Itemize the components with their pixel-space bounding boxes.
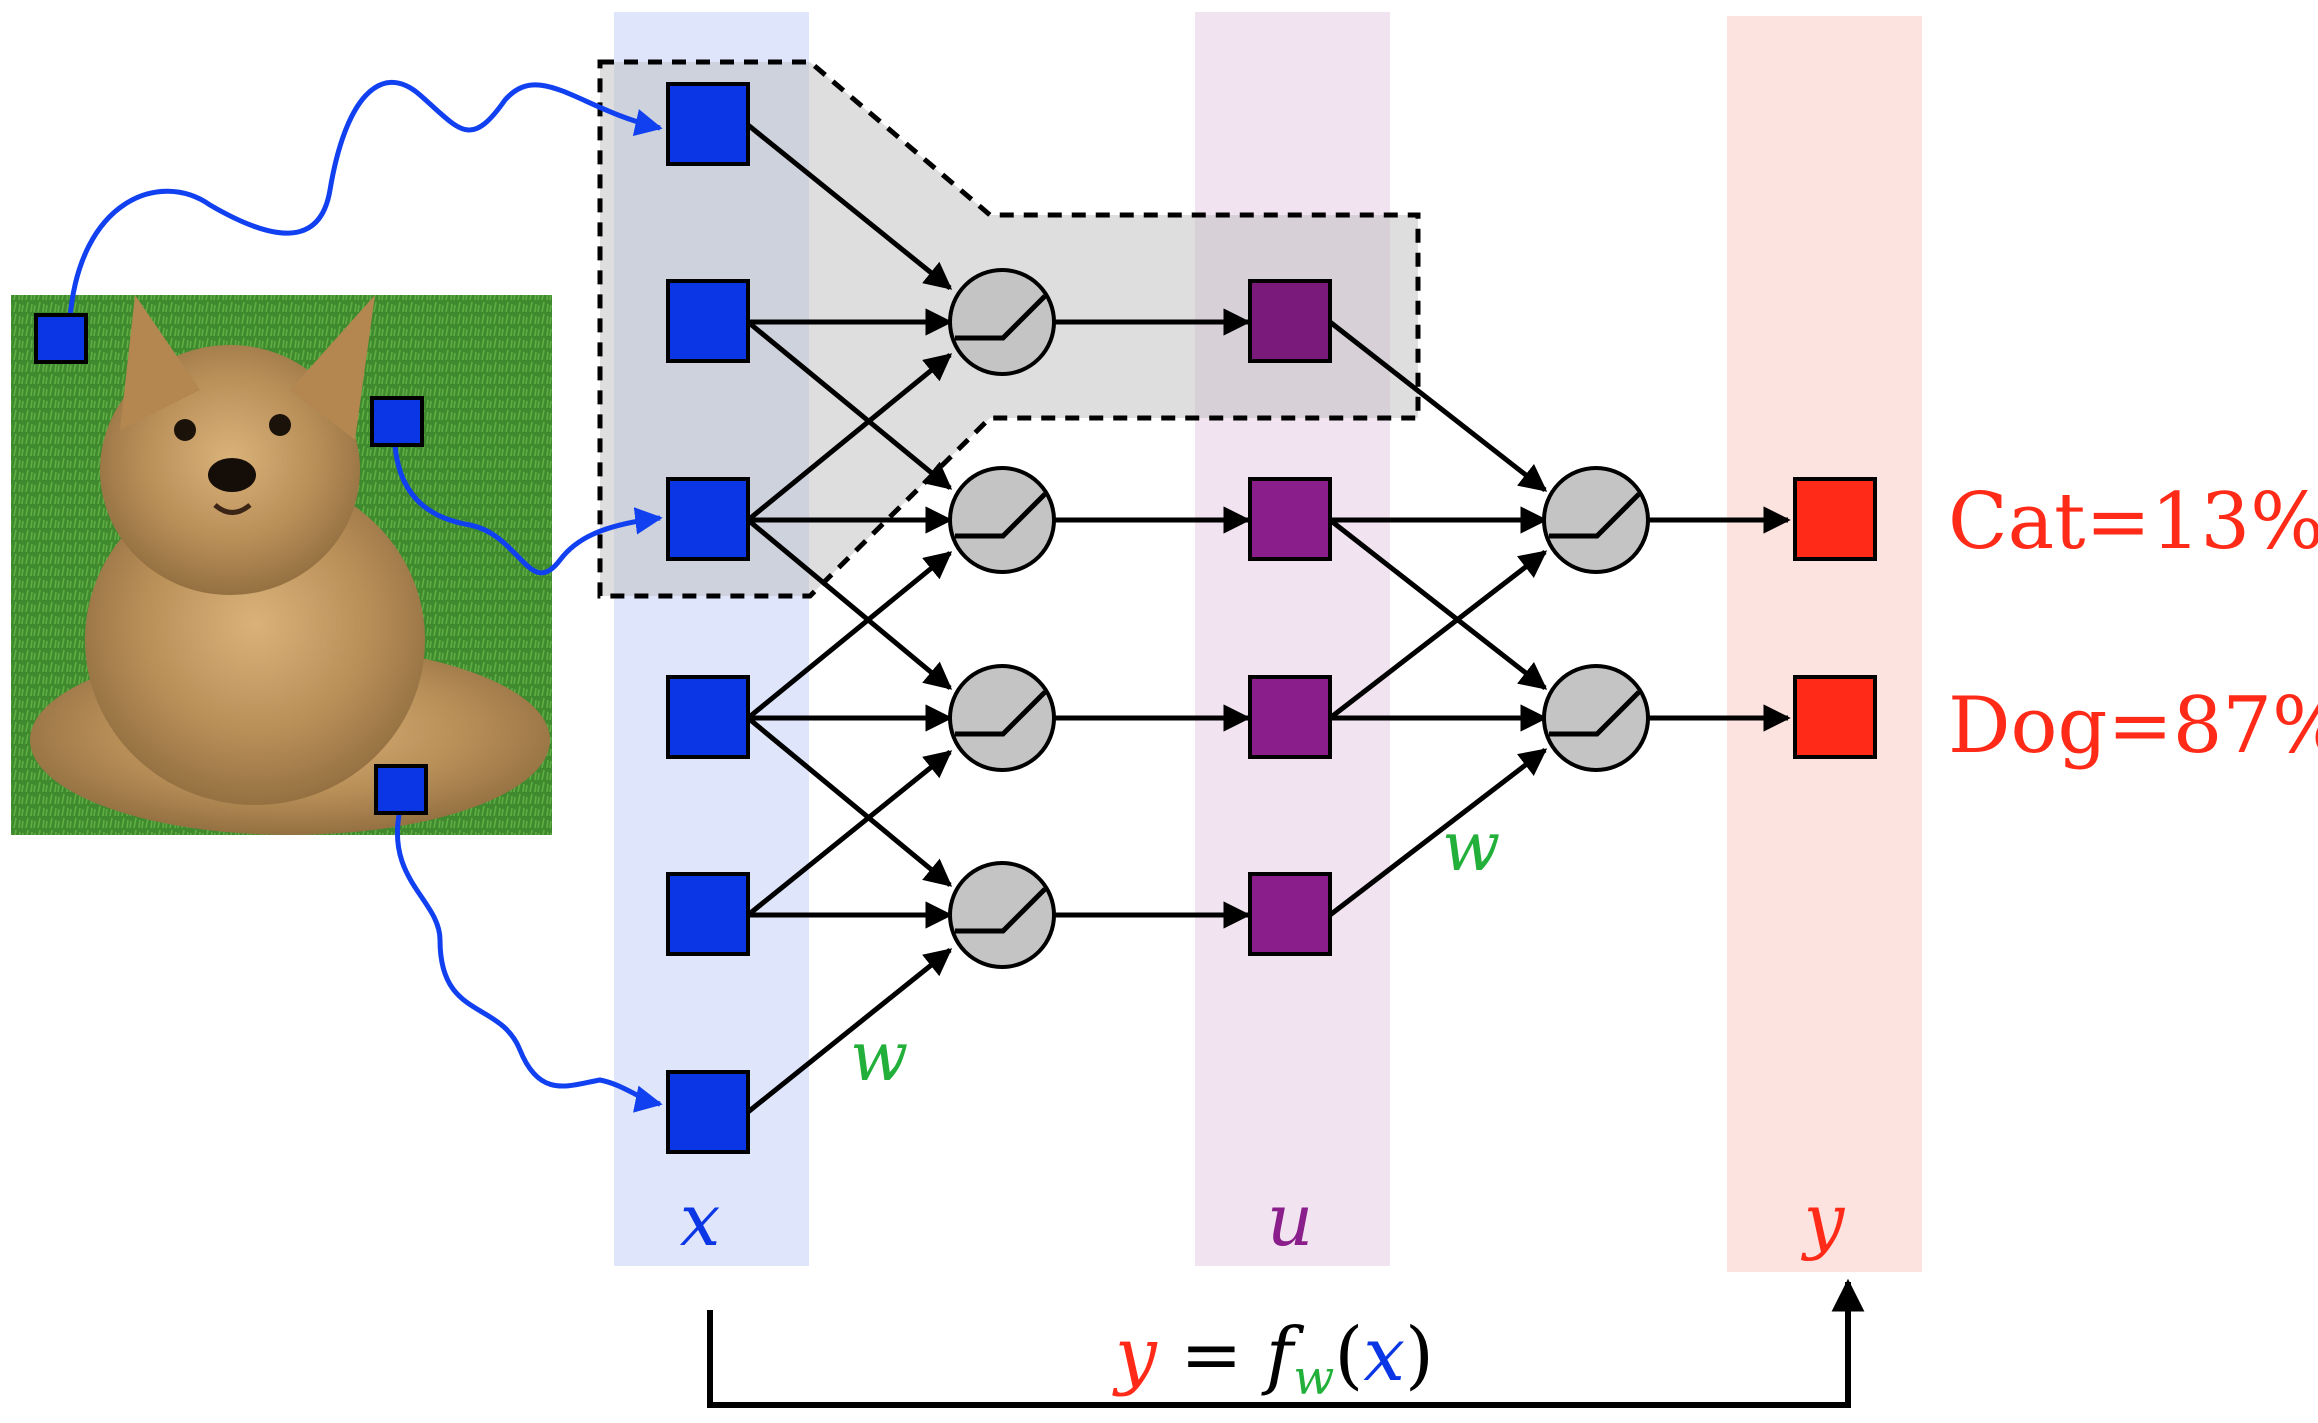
output-label-dog: Dog=87% [1948, 681, 2318, 771]
input-pixel-icon [34, 313, 88, 364]
weight-label: w [1442, 808, 1500, 887]
mapping-arrow [707, 1278, 1865, 1408]
relu-neuron-icon [948, 268, 1056, 376]
hidden-node [1248, 675, 1332, 759]
input-node [666, 675, 750, 759]
relu-neuron-icon [1542, 664, 1650, 772]
formula: y = fw(x) [1112, 1312, 1434, 1406]
relu-neuron-icon [1542, 466, 1650, 574]
input-pixel-icon [370, 396, 424, 447]
input-layer [666, 82, 750, 1154]
hidden-layer [1248, 279, 1332, 956]
dog-photo [11, 295, 552, 835]
hidden-node [1248, 279, 1332, 363]
weight-label: w [850, 1018, 908, 1097]
output-layer [1793, 477, 1877, 759]
input-node [666, 82, 750, 166]
band-y [1727, 16, 1922, 1272]
hidden-node [1248, 872, 1332, 956]
output-edges [1648, 506, 1791, 732]
relu-neuron-icon [948, 664, 1056, 772]
label-u: u [1267, 1178, 1313, 1262]
label-x: x [680, 1178, 721, 1262]
output-label-cat: Cat=13% [1948, 477, 2318, 567]
relu-neuron-icon [948, 466, 1056, 574]
activation-edges [1052, 308, 1251, 929]
input-pixel-icon [374, 764, 428, 815]
hidden-node [1248, 477, 1332, 561]
input-node [666, 279, 750, 363]
label-y: y [1801, 1178, 1846, 1262]
input-wires [67, 80, 663, 1113]
relu-neuron-icon [948, 861, 1056, 969]
input-node [666, 872, 750, 956]
band-u [1195, 12, 1390, 1266]
output-node-cat [1793, 477, 1877, 561]
hidden-neurons [948, 268, 1056, 969]
input-node [666, 477, 750, 561]
output-neurons [1542, 466, 1650, 772]
layer2-edges [1328, 320, 1548, 917]
input-node [666, 1070, 750, 1154]
layer1-edges [746, 123, 953, 1114]
output-node-dog [1793, 675, 1877, 759]
